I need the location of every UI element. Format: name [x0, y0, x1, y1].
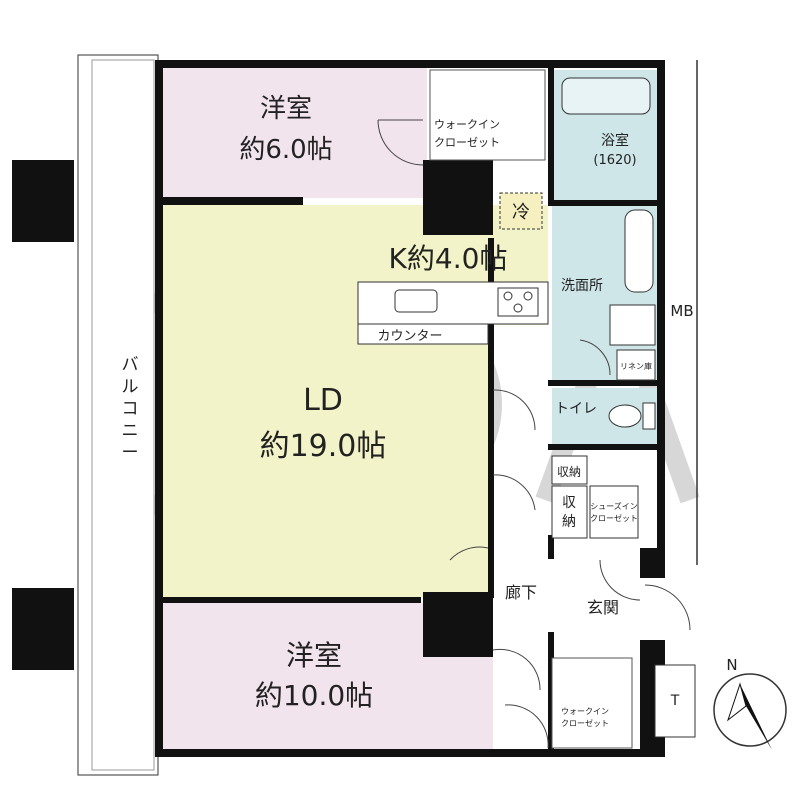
balcony-char: コ [122, 399, 139, 419]
walkin1-outline [429, 69, 546, 161]
walkin2-line1: ウォークイン [561, 707, 609, 716]
bedroom1-name: 洋室 [260, 94, 312, 124]
toilet-label: トイレ [555, 401, 597, 417]
bedroom1-size: 約6.0帖 [239, 135, 332, 165]
compass: N [713, 656, 787, 750]
counter-label: カウンター [377, 329, 442, 344]
storage2-box [551, 485, 588, 539]
balcony-char: ー [122, 443, 139, 463]
bath-size: (1620) [593, 153, 636, 168]
walkin2-line2: クローゼット [561, 718, 609, 728]
mb-label: MB [670, 302, 693, 320]
doors [377, 119, 691, 749]
bathtub [561, 77, 651, 115]
balcony-char: ニ [122, 421, 139, 441]
bedroom2-name: 洋室 [286, 639, 342, 672]
kitchen-counter [357, 281, 549, 345]
storage2-line2: 納 [562, 514, 576, 530]
washroom-label: 洗面所 [561, 278, 603, 294]
balcony-label-group: バルコニー [122, 355, 139, 463]
ld-name: LD [303, 383, 343, 418]
walkin1-line1: ウォークイン [434, 118, 500, 131]
bedroom2-size: 約10.0帖 [255, 679, 373, 712]
walls [155, 60, 665, 757]
corridor-label: 廊下 [505, 583, 537, 602]
linen-label: リネン庫 [620, 361, 652, 371]
washer [609, 304, 656, 346]
compass-label: N [726, 656, 737, 674]
walkin2-outline [551, 657, 633, 749]
fridge-label: 冷 [512, 202, 530, 223]
kitchen-label: K約4.0帖 [389, 242, 508, 275]
shoes-line1: シューズイン [590, 501, 638, 511]
toilet-tank [642, 402, 656, 430]
storage2-line1: 収 [562, 495, 576, 511]
storage1-label: 収納 [557, 465, 581, 479]
shoes-box [589, 485, 639, 539]
trunk-box [654, 664, 696, 738]
balcony-label: バルコニー [122, 355, 139, 463]
balcony [12, 54, 159, 776]
storage1-box [551, 455, 588, 485]
walkin1-line2: クローゼット [434, 136, 500, 149]
entrance-label: 玄関 [587, 598, 619, 617]
linen-box [616, 349, 656, 381]
washbasin [624, 209, 654, 293]
fridge-box [499, 192, 543, 230]
balcony-char: バ [122, 355, 139, 375]
shoes-line2: クローゼット [590, 513, 638, 523]
ld-size: 約19.0帖 [260, 429, 387, 464]
balcony-char: ル [122, 377, 139, 397]
bedroom1-fill [163, 68, 427, 198]
toilet-bowl [608, 404, 642, 428]
bath-name: 浴室 [601, 132, 629, 149]
trunk-label: T [670, 693, 680, 709]
